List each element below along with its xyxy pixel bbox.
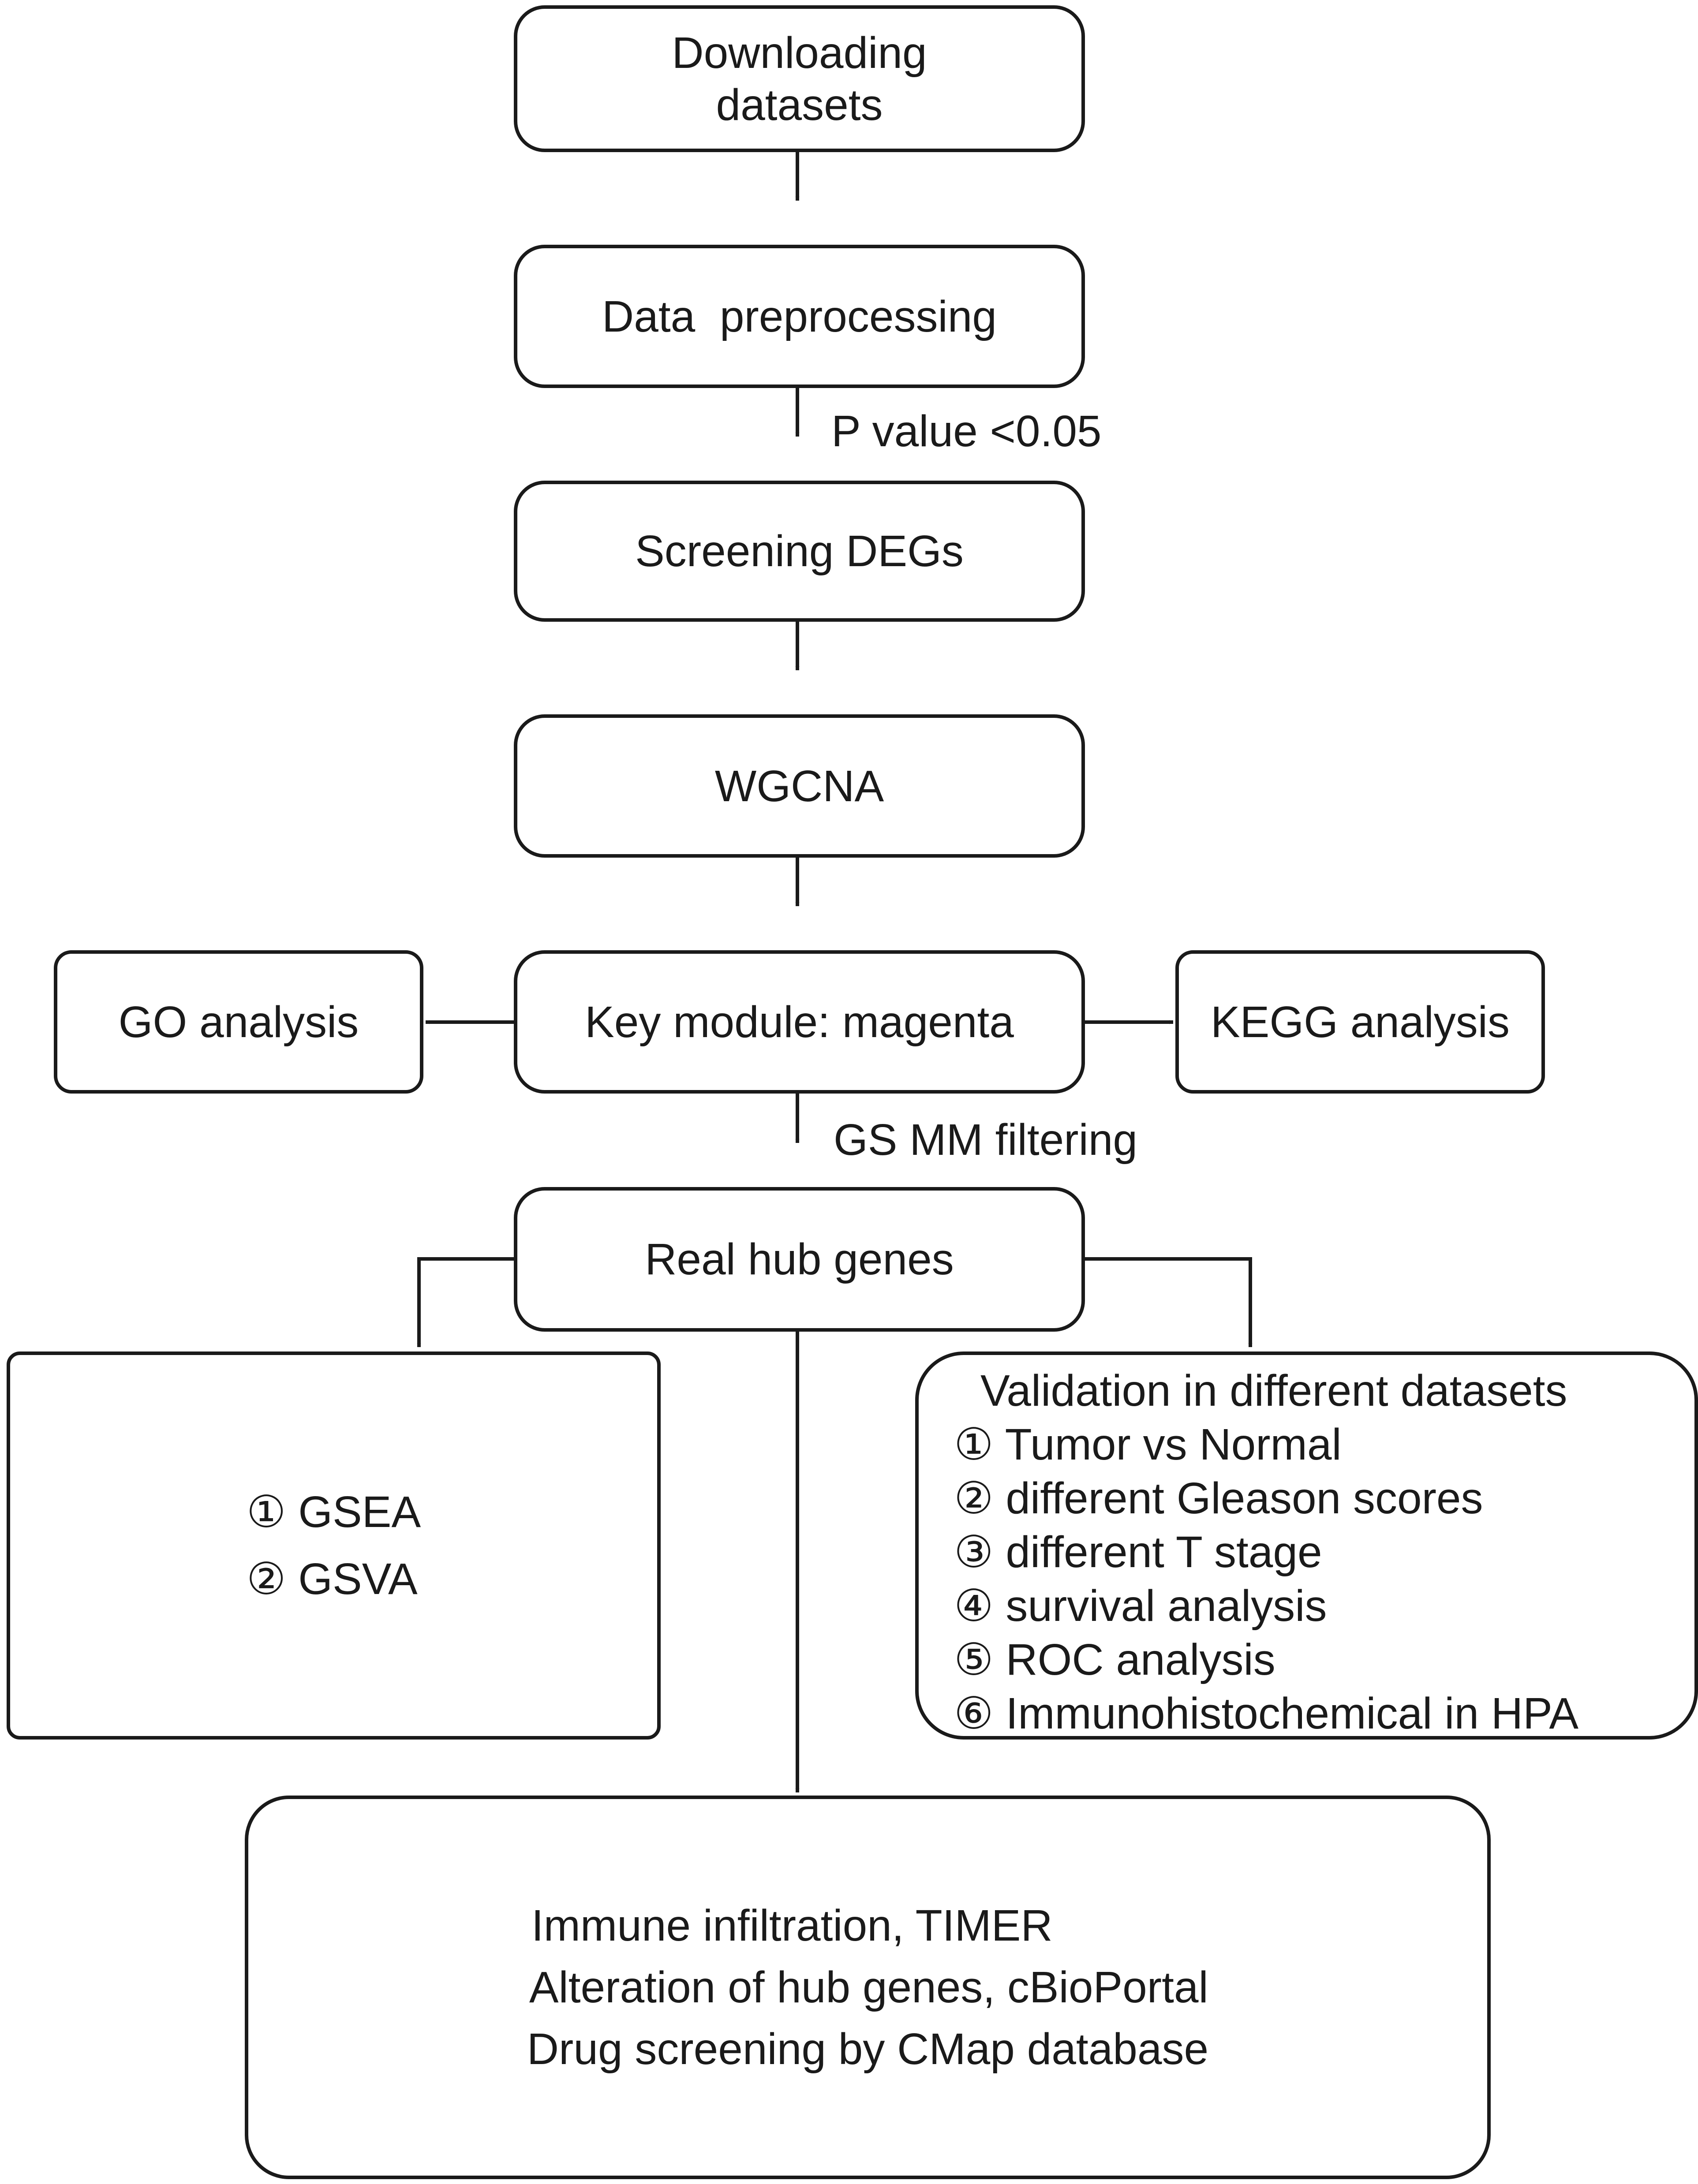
- node-wgcna-label: WGCNA: [714, 761, 884, 811]
- list-item: ② GSVA: [246, 1554, 418, 1604]
- downstream-list: Immune infiltration, TIMER Alteration of…: [527, 1895, 1208, 2080]
- edge-label-pvalue: P value <0.05: [831, 407, 1102, 456]
- list-item: Alteration of hub genes, cBioPortal: [529, 1963, 1208, 2012]
- list-item: ⑥ Immunohistochemical in HPA: [954, 1689, 1579, 1738]
- node-wgcna: WGCNA: [514, 714, 1085, 858]
- list-item: ⑤ ROC analysis: [954, 1635, 1275, 1684]
- list-item: ④ survival analysis: [954, 1581, 1327, 1631]
- node-key-module: Key module: magenta: [514, 950, 1085, 1094]
- node-real-hub-genes-label: Real hub genes: [645, 1235, 954, 1284]
- node-go-analysis: GO analysis: [54, 950, 423, 1094]
- node-real-hub-genes: Real hub genes: [514, 1187, 1085, 1332]
- node-kegg-analysis: KEGG analysis: [1175, 950, 1545, 1094]
- edge-label-gsmm: GS MM filtering: [834, 1115, 1138, 1165]
- list-item: ② different Gleason scores: [954, 1474, 1483, 1523]
- node-validation: Validation in different datasets ① Tumor…: [915, 1351, 1698, 1740]
- gsea-gsva-list: ① GSEA ② GSVA: [247, 1485, 421, 1606]
- node-kegg-analysis-label: KEGG analysis: [1210, 997, 1510, 1047]
- node-downloading-datasets-label: Downloading datasets: [672, 28, 927, 130]
- list-item: Immune infiltration, TIMER: [531, 1901, 1053, 1950]
- arrow-hub-to-gsea: [417, 1257, 514, 1347]
- node-data-preprocessing: Data preprocessing: [514, 245, 1085, 388]
- node-downloading-datasets: Downloading datasets: [514, 5, 1085, 152]
- validation-title: Validation in different datasets: [980, 1366, 1567, 1415]
- node-data-preprocessing-label: Data preprocessing: [602, 291, 997, 341]
- list-item: ① GSEA: [246, 1487, 421, 1537]
- node-downstream-analyses: Immune infiltration, TIMER Alteration of…: [245, 1796, 1491, 2179]
- list-item: ③ different T stage: [954, 1527, 1322, 1577]
- node-key-module-label: Key module: magenta: [585, 997, 1014, 1047]
- arrow-hub-to-validation: [1085, 1257, 1253, 1347]
- list-item: ① Tumor vs Normal: [954, 1420, 1342, 1469]
- node-screening-degs: Screening DEGs: [514, 481, 1085, 622]
- node-gsea-gsva: ① GSEA ② GSVA: [7, 1351, 661, 1740]
- list-item: Drug screening by CMap database: [527, 2024, 1209, 2074]
- node-screening-degs-label: Screening DEGs: [635, 526, 964, 576]
- node-go-analysis-label: GO analysis: [118, 997, 359, 1047]
